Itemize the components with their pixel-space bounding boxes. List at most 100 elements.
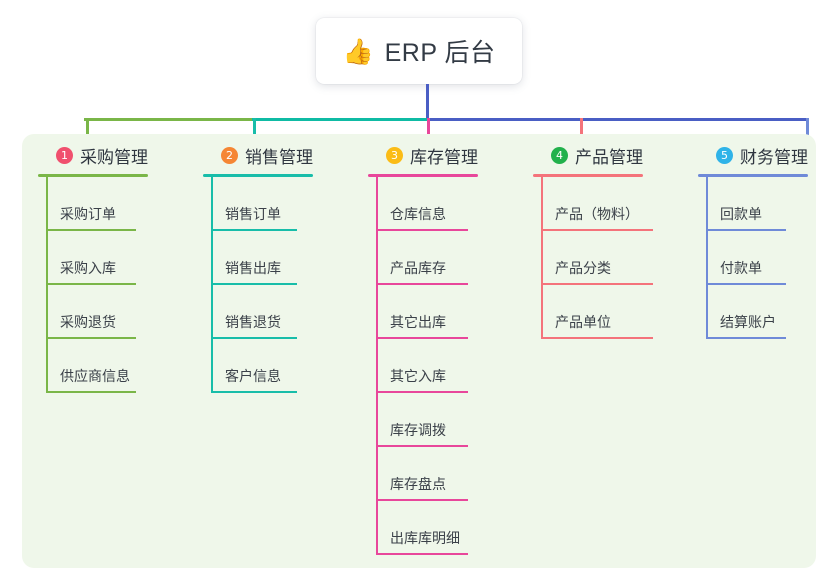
leaf-node[interactable]: 产品库存 [368,231,478,285]
leaf-node-label: 客户信息 [225,368,281,384]
column-index-badge: 4 [551,146,568,164]
leaf-node[interactable]: 产品单位 [533,285,653,339]
leaf-node-underline [541,337,653,339]
leaf-node[interactable]: 销售出库 [203,231,313,285]
leaf-node-underline [376,337,468,339]
column-header-3[interactable]: 3 库存管理 [368,142,478,168]
leaf-node-underline [46,391,136,393]
leaf-node-underline [46,283,136,285]
leaf-node-label: 采购订单 [60,206,116,222]
column-items: 产品（物料） 产品分类产品单位 [533,177,653,339]
leaf-node[interactable]: 仓库信息 [368,177,478,231]
leaf-node-underline [376,553,468,555]
leaf-node-underline [211,337,297,339]
leaf-node[interactable]: 回款单 [698,177,808,231]
connector-root-stem [426,84,429,121]
column-spine [46,177,48,393]
column-index-badge: 2 [221,146,238,164]
leaf-node-label: 采购退货 [60,314,116,330]
leaf-node-underline [376,391,468,393]
column-index-badge: 3 [386,146,403,164]
column-title: 采购管理 [80,147,148,167]
leaf-node[interactable]: 销售订单 [203,177,313,231]
leaf-node-label: 回款单 [720,206,762,222]
column-underline [368,174,478,177]
leaf-node[interactable]: 采购订单 [38,177,148,231]
leaf-node-underline [46,229,136,231]
leaf-node[interactable]: 供应商信息 [38,339,148,393]
connector-drop-3 [427,118,430,142]
column-items: 仓库信息产品库存其它出库其它入库库存调拨库存盘点出库库明细 [368,177,478,555]
connector-drop-4 [580,118,583,142]
column-1: 1 采购管理采购订单采购入库采购退货供应商信息 [38,142,148,393]
leaf-node-underline [211,391,297,393]
leaf-node-label: 产品库存 [390,260,446,276]
leaf-node-label: 库存调拨 [390,422,446,438]
column-spine [541,177,543,339]
column-4: 4 产品管理产品（物料） 产品分类产品单位 [533,142,653,339]
column-header-5[interactable]: 5 财务管理 [698,142,808,168]
leaf-node-underline [376,283,468,285]
column-title: 产品管理 [575,147,643,167]
leaf-node[interactable]: 产品（物料） [533,177,653,231]
leaf-node-underline [211,229,297,231]
leaf-node[interactable]: 产品分类 [533,231,653,285]
column-spine [376,177,378,555]
leaf-node-underline [706,283,786,285]
column-spine [211,177,213,393]
connector-drop-1 [86,118,89,142]
leaf-node[interactable]: 出库库明细 [368,501,478,555]
column-items: 回款单付款单结算账户 [698,177,808,339]
leaf-node-label: 产品（物料） [555,206,639,222]
leaf-node-label: 其它入库 [390,368,446,384]
leaf-node[interactable]: 其它入库 [368,339,478,393]
column-items: 销售订单销售出库销售退货客户信息 [203,177,313,393]
connector-drop-2 [253,118,256,142]
column-3: 3 库存管理仓库信息产品库存其它出库其它入库库存调拨库存盘点出库库明细 [368,142,478,555]
leaf-node[interactable]: 销售退货 [203,285,313,339]
leaf-node-label: 出库库明细 [390,530,460,546]
connector-bus-green [84,118,252,121]
leaf-node-label: 其它出库 [390,314,446,330]
leaf-node-underline [376,229,468,231]
leaf-node[interactable]: 采购入库 [38,231,148,285]
leaf-node-underline [706,337,786,339]
leaf-node-underline [706,229,786,231]
leaf-node-label: 销售订单 [225,206,281,222]
column-underline [38,174,148,177]
column-index-badge: 1 [56,146,73,164]
leaf-node-underline [541,229,653,231]
leaf-node-label: 仓库信息 [390,206,446,222]
leaf-node[interactable]: 其它出库 [368,285,478,339]
column-title: 财务管理 [740,147,808,167]
column-header-4[interactable]: 4 产品管理 [533,142,643,168]
leaf-node-label: 供应商信息 [60,368,130,384]
column-items: 采购订单采购入库采购退货供应商信息 [38,177,148,393]
leaf-node-label: 销售出库 [225,260,281,276]
leaf-node[interactable]: 结算账户 [698,285,808,339]
leaf-node[interactable]: 客户信息 [203,339,313,393]
leaf-node[interactable]: 库存盘点 [368,447,478,501]
leaf-node-underline [541,283,653,285]
connector-bus-indigo [428,118,808,121]
column-title: 销售管理 [245,147,313,167]
leaf-node[interactable]: 采购退货 [38,285,148,339]
column-title: 库存管理 [410,147,478,167]
column-underline [533,174,643,177]
column-5: 5 财务管理回款单付款单结算账户 [698,142,808,339]
column-header-2[interactable]: 2 销售管理 [203,142,313,168]
leaf-node[interactable]: 付款单 [698,231,808,285]
content-panel [22,134,816,568]
column-2: 2 销售管理销售订单销售出库销售退货客户信息 [203,142,313,393]
leaf-node[interactable]: 库存调拨 [368,393,478,447]
column-header-1[interactable]: 1 采购管理 [38,142,148,168]
column-spine [706,177,708,339]
root-node-title: ERP 后台 [384,39,496,67]
root-node-card[interactable]: 👍 ERP 后台 [316,18,522,84]
leaf-node-underline [376,499,468,501]
column-underline [203,174,313,177]
column-index-badge: 5 [716,146,733,164]
leaf-node-label: 结算账户 [720,314,776,330]
column-underline [698,174,808,177]
